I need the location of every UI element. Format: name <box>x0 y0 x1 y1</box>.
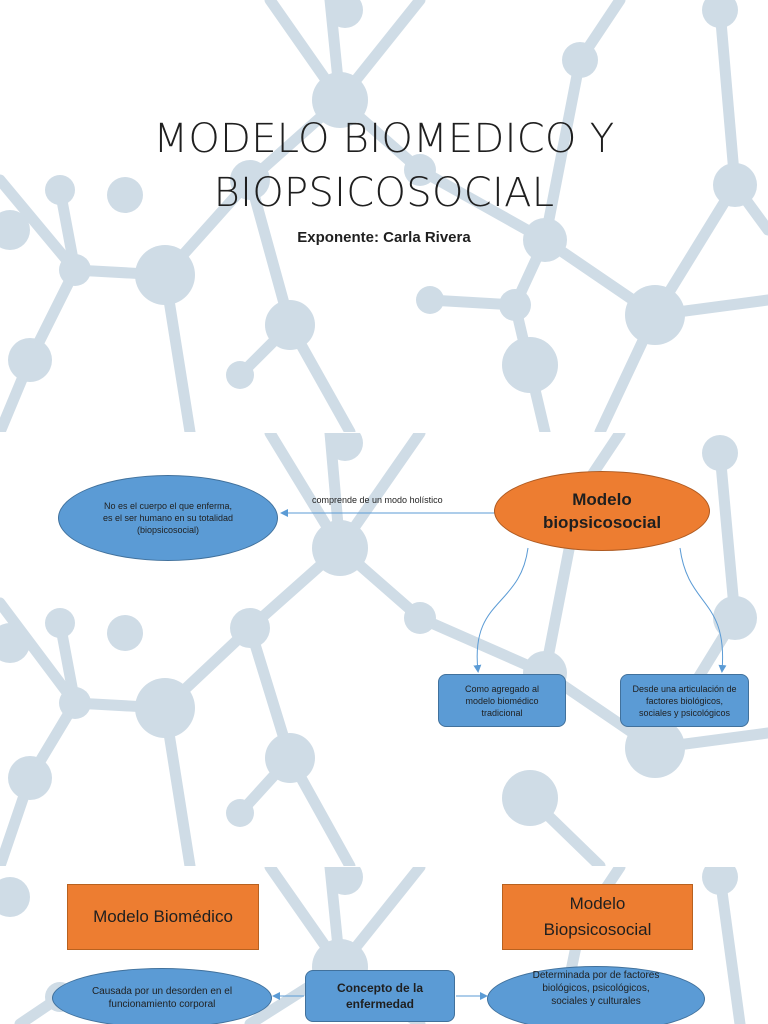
comparison-content: Modelo Biomédico Modelo Biopsicosocial C… <box>0 867 768 1024</box>
connector-lines <box>280 509 727 673</box>
concept-map-slide: No es el cuerpo el que enferma, es el se… <box>0 433 768 866</box>
biomedico-concept-node: Causada por un desorden en el funcionami… <box>52 968 272 1024</box>
biopsicosocial-header-text: Modelo Biopsicosocial <box>543 894 652 939</box>
comparison-slide: Modelo Biomédico Modelo Biopsicosocial C… <box>0 867 768 1024</box>
articulation-node-text: Desde una articulación de factores bioló… <box>632 683 737 718</box>
title-slide: MODELO BIOMEDICO Y BIOPSICOSOCIAL Expone… <box>0 0 768 432</box>
network-background <box>0 0 768 432</box>
holistic-node: No es el cuerpo el que enferma, es el se… <box>58 475 278 561</box>
biomedico-concept-text: Causada por un desorden en el funcionami… <box>91 986 233 1010</box>
connector-to-bottom-right <box>679 547 727 673</box>
title-slide-content: MODELO BIOMEDICO Y BIOPSICOSOCIAL Expone… <box>0 0 768 432</box>
biopsicosocial-concept-node: Determinada por de factores biológicos, … <box>487 966 705 1024</box>
biopsicosocial-node-text: Modelo biopsicosocial <box>542 490 662 532</box>
connector-to-bottom-left <box>473 547 529 673</box>
biopsicosocial-header: Modelo Biopsicosocial <box>502 884 693 950</box>
aggregate-node-text: Como agregado al modelo biomédico tradic… <box>464 683 540 718</box>
slide-subtitle: Exponente: Carla Rivera <box>297 229 471 246</box>
disease-concept-node: Concepto de la enfermedad <box>305 970 455 1022</box>
biomedico-header: Modelo Biomédico <box>67 884 259 950</box>
slide-title-line-2: BIOPSICOSOCIAL <box>213 170 555 216</box>
holistic-edge-label: comprende de un modo holístico <box>312 495 443 505</box>
aggregate-node: Como agregado al modelo biomédico tradic… <box>438 674 566 727</box>
concept-map-content: No es el cuerpo el que enferma, es el se… <box>0 433 768 866</box>
biopsicosocial-concept-text: Determinada por de factores biológicos, … <box>532 970 660 1007</box>
articulation-node: Desde una articulación de factores bioló… <box>620 674 749 727</box>
holistic-node-text: No es el cuerpo el que enferma, es el se… <box>102 501 234 535</box>
slide-title: MODELO BIOMEDICO Y BIOPSICOSOCIAL <box>60 112 708 220</box>
disease-concept-text: Concepto de la enfermedad <box>336 981 423 1011</box>
biomedico-header-text: Modelo Biomédico <box>93 907 233 926</box>
biopsicosocial-node: Modelo biopsicosocial <box>494 471 710 551</box>
slide-title-line-1: MODELO BIOMEDICO Y <box>153 116 615 162</box>
connector-lines <box>272 992 488 1000</box>
